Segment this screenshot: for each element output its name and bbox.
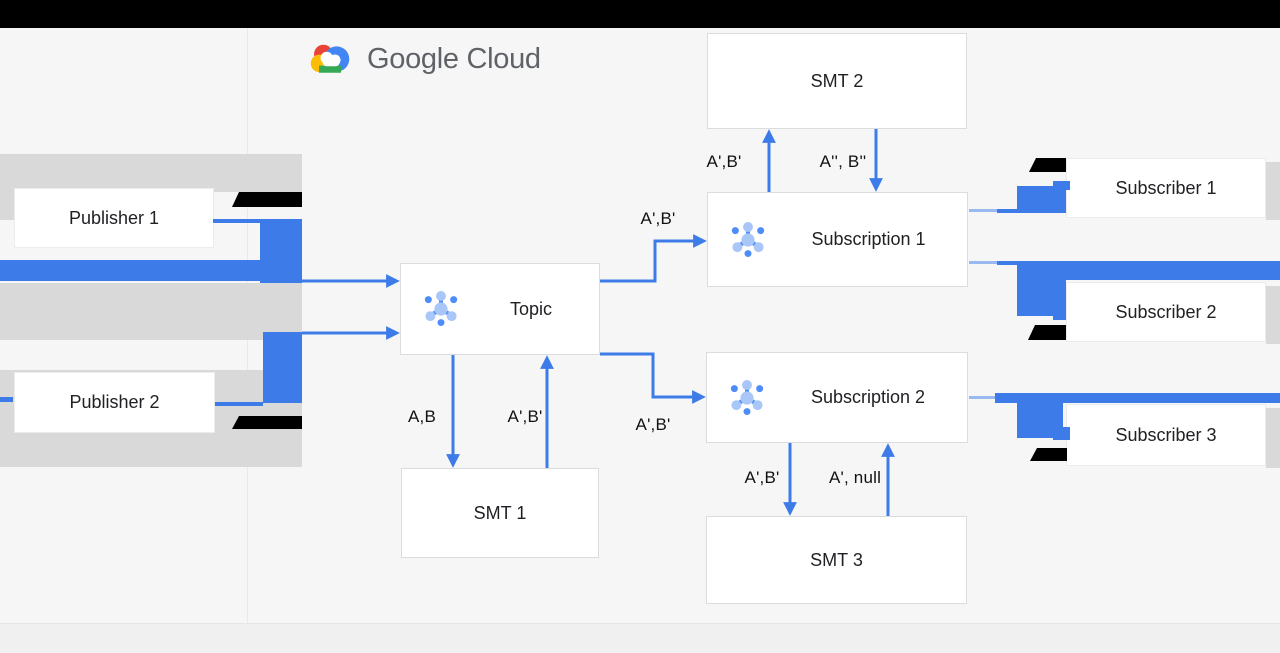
connector-highlight xyxy=(1053,427,1070,440)
connector-highlight xyxy=(0,260,260,281)
redacted-label xyxy=(232,416,302,429)
edge-label-topic-sub2: A',B' xyxy=(635,415,671,434)
pubsub-icon xyxy=(726,218,770,262)
edge-label-smt3-sub2: A', null xyxy=(828,468,882,487)
node-publisher-1: Publisher 1 xyxy=(14,188,214,248)
connector-highlight xyxy=(260,219,302,283)
node-label: Subscriber 3 xyxy=(1115,424,1217,445)
connector-line xyxy=(969,396,997,399)
connector-stub xyxy=(0,397,13,402)
connector-line xyxy=(969,209,997,212)
connector-highlight xyxy=(1053,306,1066,320)
pubsub-icon xyxy=(419,287,463,331)
node-smt-1: SMT 1 xyxy=(401,468,599,558)
connector-highlight xyxy=(1017,186,1066,213)
node-label: Subscriber 2 xyxy=(1115,301,1217,322)
node-topic: Topic xyxy=(400,263,600,355)
connector-line xyxy=(213,219,260,223)
box-shadow-strip xyxy=(1266,286,1280,344)
node-label: Subscriber 1 xyxy=(1115,177,1217,198)
google-cloud-logo-icon xyxy=(308,41,352,77)
arrow-topic-to-subscription2 xyxy=(600,352,706,404)
edge-label-smt1-topic: A',B' xyxy=(507,407,543,426)
connector-highlight xyxy=(1017,261,1280,280)
node-label: SMT 2 xyxy=(810,70,864,91)
edge-label-smt2-sub1: A'', B'' xyxy=(819,152,867,171)
connector-line xyxy=(997,261,1017,265)
logo-text: Google Cloud xyxy=(367,42,541,75)
box-shadow-strip xyxy=(1266,408,1280,468)
connector-line xyxy=(997,209,1017,213)
redacted-label xyxy=(1030,448,1067,461)
node-subscriber-2: Subscriber 2 xyxy=(1066,282,1266,342)
connector-highlight xyxy=(263,332,302,403)
edge-label-sub1-smt2: A',B' xyxy=(706,152,742,171)
node-publisher-2: Publisher 2 xyxy=(14,372,215,433)
redacted-label xyxy=(232,192,302,207)
node-label: SMT 1 xyxy=(473,502,527,523)
node-smt-2: SMT 2 xyxy=(707,33,967,129)
redacted-label xyxy=(1028,325,1066,340)
node-label: Subscription 1 xyxy=(811,229,926,249)
node-subscriber-3: Subscriber 3 xyxy=(1066,404,1266,466)
edge-label-sub2-smt3: A',B' xyxy=(744,468,780,487)
redacted-label xyxy=(1029,158,1066,172)
pubsub-icon xyxy=(725,376,769,420)
node-label: Publisher 1 xyxy=(68,207,160,228)
node-label: Topic xyxy=(509,298,553,319)
edge-label-topic-sub1: A',B' xyxy=(640,209,676,228)
top-black-bar xyxy=(0,0,1280,28)
node-label: Publisher 2 xyxy=(69,392,160,412)
connector-highlight xyxy=(995,393,1280,403)
node-smt-3: SMT 3 xyxy=(706,516,967,604)
footer-band xyxy=(0,623,1280,653)
redacted-gray-band xyxy=(0,154,302,192)
connector-line xyxy=(969,261,997,264)
node-label: Subscription 2 xyxy=(810,387,926,407)
google-cloud-logo: Google Cloud xyxy=(308,41,541,77)
node-subscription-1: Subscription 1 xyxy=(707,192,968,287)
node-label: SMT 3 xyxy=(810,549,863,570)
redacted-gray-band xyxy=(0,283,302,340)
edge-label-topic-smt1: A,B xyxy=(407,407,437,426)
connector-highlight xyxy=(1053,181,1070,190)
node-subscription-2: Subscription 2 xyxy=(706,352,968,443)
node-subscriber-1: Subscriber 1 xyxy=(1066,158,1266,218)
arrow-topic-to-subscription1 xyxy=(600,234,707,283)
box-shadow-strip xyxy=(1266,162,1280,220)
connector-line xyxy=(215,402,263,406)
